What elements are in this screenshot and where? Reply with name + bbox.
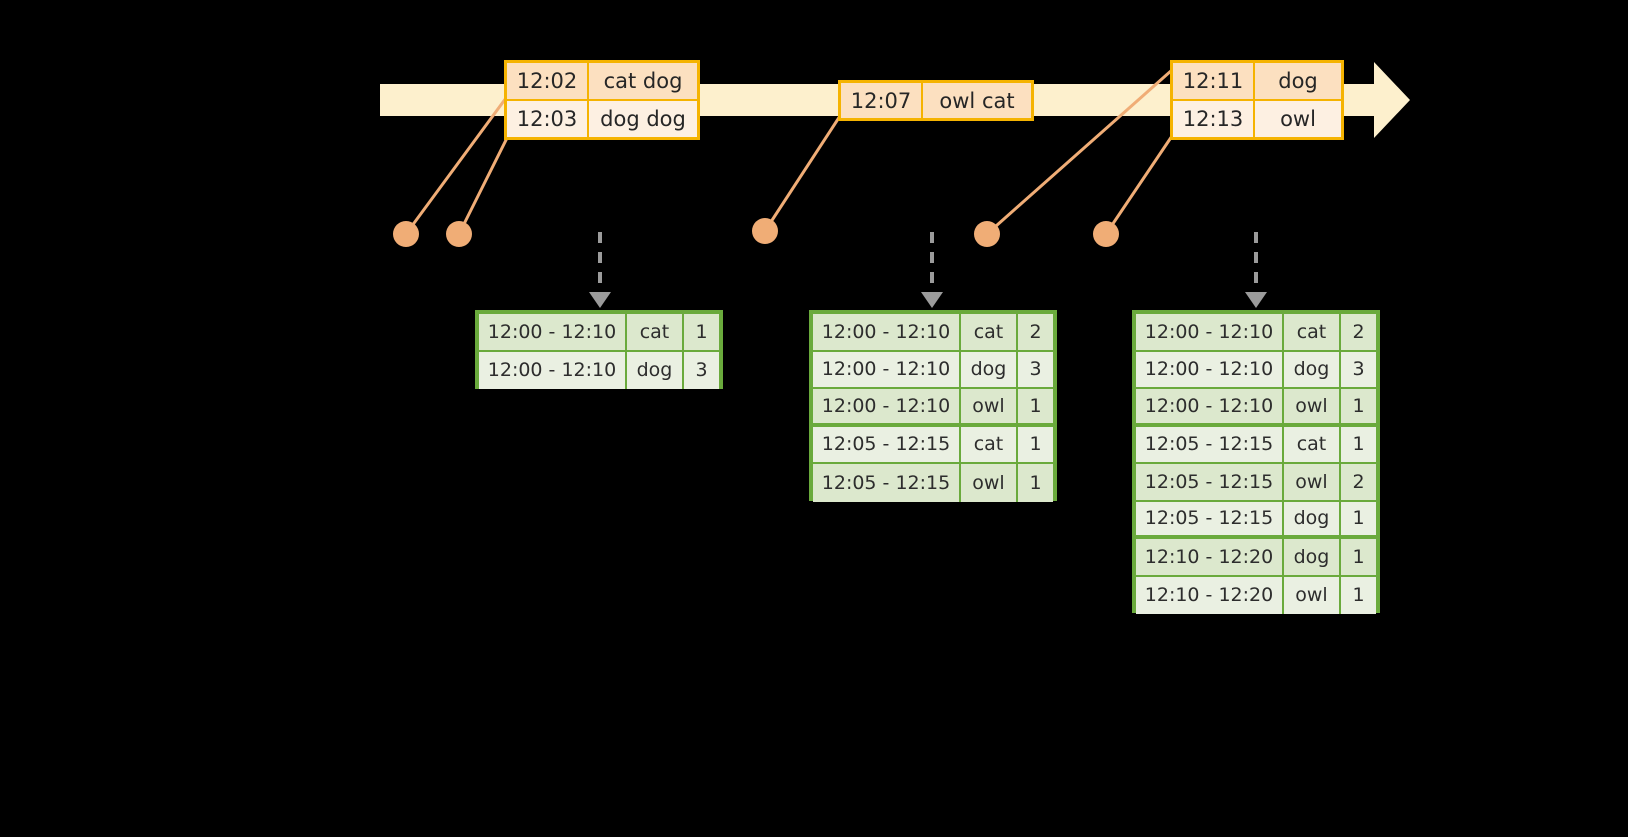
event-words: owl xyxy=(1255,101,1341,137)
cell-window: 12:00 - 12:10 xyxy=(1136,351,1284,387)
cell-word: cat xyxy=(1284,314,1341,350)
cell-word: cat xyxy=(961,426,1018,462)
cell-window: 12:05 - 12:15 xyxy=(1136,501,1284,535)
connector-3 xyxy=(763,115,842,232)
cell-count: 1 xyxy=(1341,389,1376,423)
cell-count: 3 xyxy=(684,351,719,389)
cell-count: 1 xyxy=(1018,426,1053,462)
cell-count: 1 xyxy=(684,314,719,350)
event-row: 12:13 owl xyxy=(1173,99,1341,137)
connector-lines xyxy=(404,68,1174,236)
cell-count: 3 xyxy=(1018,351,1053,387)
cell-word: owl xyxy=(1284,576,1341,614)
cell-window: 12:00 - 12:10 xyxy=(813,351,961,387)
event-dot-1 xyxy=(393,221,419,247)
event-time: 12:03 xyxy=(507,101,589,137)
cell-count: 2 xyxy=(1341,314,1376,350)
event-row: 12:02 cat dog xyxy=(507,63,697,99)
cell-window: 12:05 - 12:15 xyxy=(1136,426,1284,462)
event-time: 12:07 xyxy=(841,83,923,118)
cell-word: cat xyxy=(961,314,1018,350)
cell-window: 12:00 - 12:10 xyxy=(813,389,961,423)
event-box-3: 12:11 dog 12:13 owl xyxy=(1170,60,1344,140)
cell-word: owl xyxy=(1284,464,1341,500)
trigger-arrow-1-head xyxy=(589,292,611,308)
event-words: cat dog xyxy=(589,63,697,99)
cell-window: 12:05 - 12:15 xyxy=(813,426,961,462)
event-words: dog dog xyxy=(589,101,697,137)
event-time: 12:02 xyxy=(507,63,589,99)
event-dot-3 xyxy=(752,218,778,244)
event-time: 12:11 xyxy=(1173,63,1255,99)
cell-count: 2 xyxy=(1341,464,1376,500)
event-dots xyxy=(393,218,1119,247)
cell-count: 3 xyxy=(1341,351,1376,387)
cell-word: cat xyxy=(627,314,684,350)
cell-word: owl xyxy=(961,389,1018,423)
cell-word: owl xyxy=(961,464,1018,502)
trigger-arrows xyxy=(589,232,1267,308)
trigger-arrow-2-head xyxy=(921,292,943,308)
cell-window: 12:05 - 12:15 xyxy=(1136,464,1284,500)
cell-word: owl xyxy=(1284,389,1341,423)
cell-count: 1 xyxy=(1341,539,1376,575)
event-words: dog xyxy=(1255,63,1341,99)
cell-count: 1 xyxy=(1018,389,1053,423)
event-words: owl cat xyxy=(923,83,1031,118)
event-row: 12:11 dog xyxy=(1173,63,1341,99)
connector-2 xyxy=(457,135,510,235)
event-dot-4 xyxy=(974,221,1000,247)
cell-word: dog xyxy=(1284,539,1341,575)
cell-count: 1 xyxy=(1341,576,1376,614)
event-dot-2 xyxy=(446,221,472,247)
cell-window: 12:10 - 12:20 xyxy=(1136,539,1284,575)
cell-window: 12:05 - 12:15 xyxy=(813,464,961,502)
event-box-1: 12:02 cat dog 12:03 dog dog xyxy=(504,60,700,140)
cell-window: 12:00 - 12:10 xyxy=(813,314,961,350)
connector-4 xyxy=(986,68,1173,236)
event-row: 12:03 dog dog xyxy=(507,99,697,137)
connector-5 xyxy=(1104,135,1174,235)
cell-word: cat xyxy=(1284,426,1341,462)
cell-window: 12:00 - 12:10 xyxy=(479,314,627,350)
event-box-2: 12:07 owl cat xyxy=(838,80,1034,121)
event-time: 12:13 xyxy=(1173,101,1255,137)
cell-window: 12:00 - 12:10 xyxy=(1136,314,1284,350)
cell-word: dog xyxy=(1284,501,1341,535)
cell-word: dog xyxy=(1284,351,1341,387)
cell-count: 1 xyxy=(1341,426,1376,462)
cell-count: 2 xyxy=(1018,314,1053,350)
connector-1 xyxy=(404,97,508,235)
event-row: 12:07 owl cat xyxy=(841,83,1031,118)
cell-window: 12:00 - 12:10 xyxy=(479,351,627,389)
cell-count: 1 xyxy=(1341,501,1376,535)
cell-count: 1 xyxy=(1018,464,1053,502)
cell-window: 12:00 - 12:10 xyxy=(1136,389,1284,423)
trigger-arrow-3-head xyxy=(1245,292,1267,308)
cell-word: dog xyxy=(627,351,684,389)
cell-word: dog xyxy=(961,351,1018,387)
cell-window: 12:10 - 12:20 xyxy=(1136,576,1284,614)
event-dot-5 xyxy=(1093,221,1119,247)
